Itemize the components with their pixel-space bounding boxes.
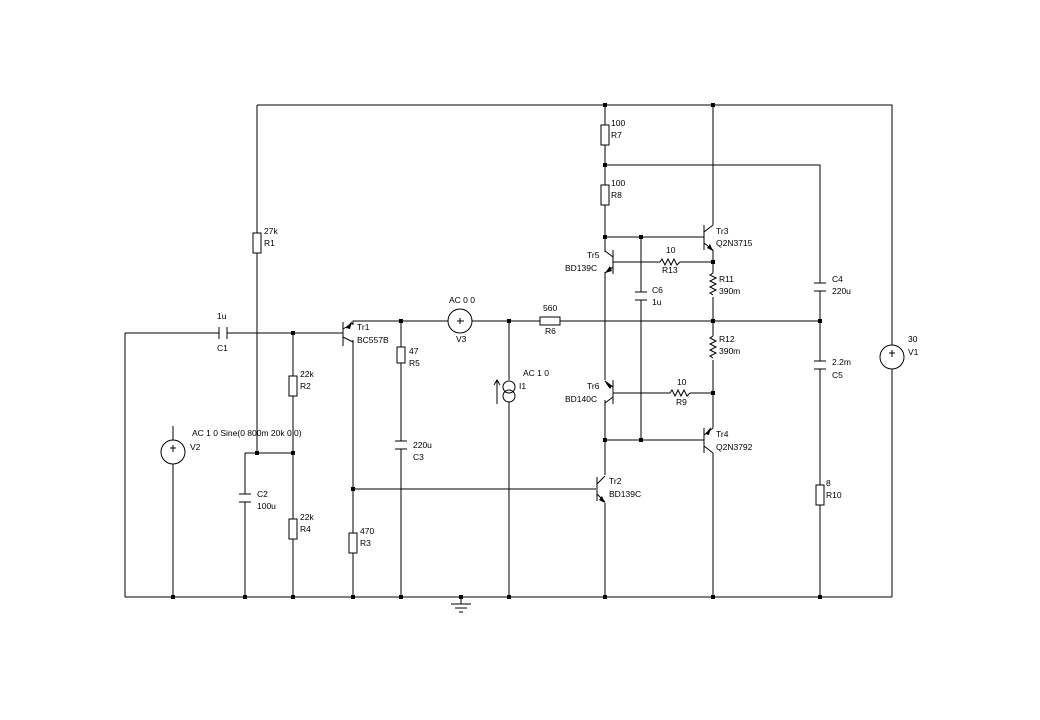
- label-R1-ref: R1: [264, 238, 275, 248]
- resistor-R1: [252, 232, 262, 254]
- label-Tr3-ref: Tr3: [716, 226, 729, 236]
- label-C5-ref: C5: [832, 370, 843, 380]
- label-R2-ref: R2: [300, 381, 311, 391]
- label-R9-ref: R9: [676, 397, 687, 407]
- label-R11-ref: R11: [719, 274, 734, 284]
- label-Tr6-value: BD140C: [565, 394, 597, 404]
- label-Tr2-ref: Tr2: [609, 476, 622, 486]
- transistor-Tr3: [703, 224, 714, 251]
- label-C3-value: 220u: [413, 440, 432, 450]
- label-V3-ref: V3: [456, 334, 467, 344]
- label-Tr5-value: BD139C: [565, 263, 597, 273]
- transistor-Tr5: [604, 250, 614, 274]
- label-I1-ref: I1: [519, 381, 526, 391]
- label-Tr2-value: BD139C: [609, 489, 641, 499]
- capacitor-C1: [215, 327, 231, 339]
- label-Tr6-ref: Tr6: [587, 381, 600, 391]
- transistor-Tr1: [342, 321, 354, 346]
- resistor-R11: [708, 272, 718, 296]
- label-C2-value: 100u: [257, 501, 276, 511]
- label-C1-value: 1u: [217, 311, 227, 321]
- capacitor-C3: [395, 440, 407, 450]
- capacitor-C4: [814, 282, 826, 292]
- label-R9-value: 10: [677, 377, 687, 387]
- ground-symbol: [451, 597, 471, 613]
- voltage-source-V1: [879, 344, 905, 370]
- label-C4-ref: C4: [832, 274, 843, 284]
- transistor-Tr2: [596, 475, 606, 503]
- transistor-Tr6: [604, 380, 614, 404]
- label-R12-ref: R12: [719, 334, 735, 344]
- label-R11-value: 390m: [719, 286, 740, 296]
- resistor-R8: [600, 184, 610, 206]
- label-Tr1-value: BC557B: [357, 335, 389, 345]
- label-R10-ref: R10: [826, 490, 842, 500]
- label-R6-value: 560: [543, 303, 557, 313]
- label-C5-value: 2.2m: [832, 357, 851, 367]
- label-C2-ref: C2: [257, 489, 268, 499]
- label-R5-ref: R5: [409, 358, 420, 368]
- label-C3-ref: C3: [413, 452, 424, 462]
- label-R13-ref: R13: [662, 265, 678, 275]
- label-R13-value: 10: [666, 245, 676, 255]
- label-R8-ref: R8: [611, 190, 622, 200]
- voltage-source-V2: [160, 439, 186, 465]
- wires: [124, 104, 893, 598]
- label-R4-value: 22k: [300, 512, 314, 522]
- label-C6-ref: C6: [652, 285, 663, 295]
- label-Tr1-ref: Tr1: [357, 322, 370, 332]
- label-Tr5-ref: Tr5: [587, 250, 600, 260]
- label-C6-value: 1u: [652, 297, 662, 307]
- label-V3-value: AC 0 0: [449, 295, 475, 305]
- label-V2-value: AC 1 0 Sine(0 800m 20k 0 0): [192, 428, 302, 438]
- label-R5-value: 47: [409, 346, 419, 356]
- resistor-R2: [288, 375, 298, 397]
- label-Tr4-ref: Tr4: [716, 429, 729, 439]
- label-R3-value: 470: [360, 526, 374, 536]
- label-V1-ref: V1: [908, 347, 919, 357]
- resistor-R4: [288, 518, 298, 540]
- resistor-R3: [348, 532, 358, 554]
- current-source-I1: [493, 379, 516, 404]
- label-C1-ref: C1: [217, 343, 228, 353]
- capacitor-C5: [814, 360, 826, 370]
- capacitor-C2: [239, 493, 251, 503]
- component-labels: 27k R1 22k R2 470 R3 22k R4 47 R5 560 R6…: [190, 118, 919, 548]
- voltage-source-V3: [447, 308, 473, 334]
- capacitor-C6: [635, 291, 647, 301]
- label-R8-value: 100: [611, 178, 625, 188]
- label-R1-value: 27k: [264, 226, 278, 236]
- label-R6-ref: R6: [545, 326, 556, 336]
- label-R12-value: 390m: [719, 346, 740, 356]
- label-V1-value: 30: [908, 334, 918, 344]
- resistor-R9: [669, 388, 691, 398]
- junction-dots: [171, 103, 822, 599]
- label-Tr3-value: Q2N3715: [716, 238, 753, 248]
- label-Tr4-value: Q2N3792: [716, 442, 753, 452]
- resistor-R6: [539, 316, 561, 326]
- label-C4-value: 220u: [832, 286, 851, 296]
- label-R7-value: 100: [611, 118, 625, 128]
- label-R2-value: 22k: [300, 369, 314, 379]
- label-I1-value: AC 1 0: [523, 368, 549, 378]
- label-R7-ref: R7: [611, 130, 622, 140]
- resistor-R5: [396, 346, 406, 364]
- transistor-Tr4: [703, 427, 714, 454]
- resistor-R13: [659, 257, 681, 267]
- resistor-R7: [600, 124, 610, 146]
- label-V2-ref: V2: [190, 442, 201, 452]
- label-R10-value: 8: [826, 478, 831, 488]
- resistor-R10: [815, 484, 825, 506]
- label-R4-ref: R4: [300, 524, 311, 534]
- label-R3-ref: R3: [360, 538, 371, 548]
- resistor-R12: [708, 335, 718, 359]
